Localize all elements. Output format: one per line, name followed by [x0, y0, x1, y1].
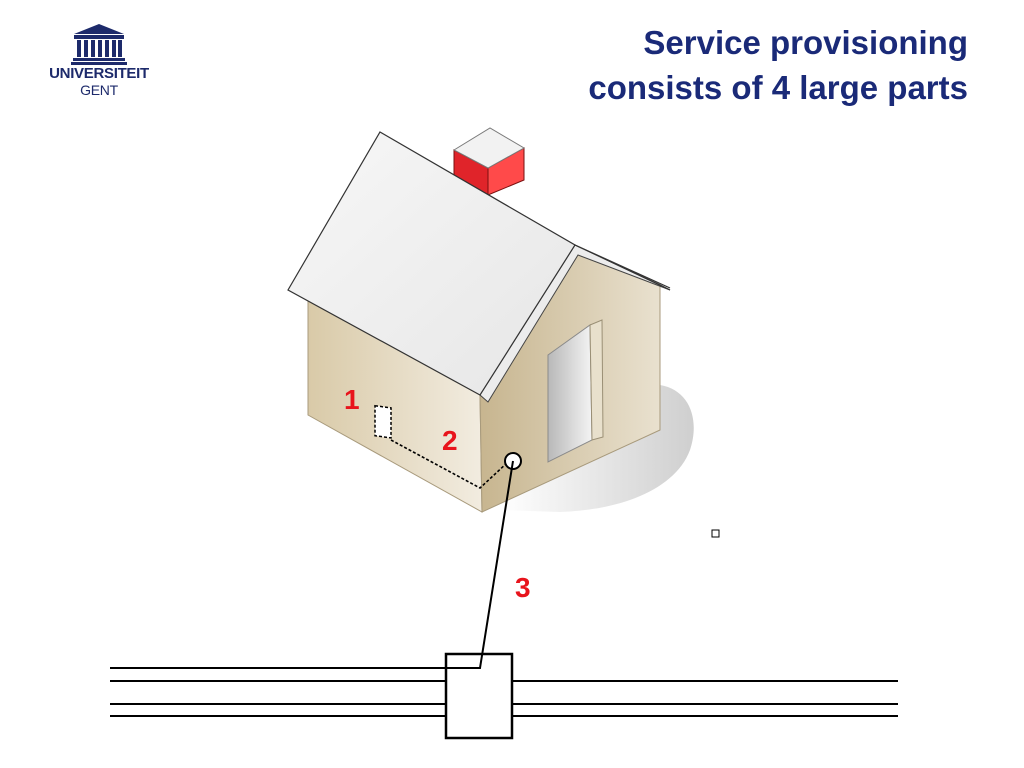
roof-right-edge — [574, 244, 671, 289]
roof-main — [287, 131, 576, 396]
label-part-2: 2 — [442, 425, 458, 456]
access-network — [110, 652, 898, 740]
house-door-frame — [589, 319, 604, 441]
title-line-2: consists of 4 large parts — [588, 69, 968, 106]
chimney-top — [452, 127, 526, 169]
label-part-1: 1 — [344, 384, 360, 415]
title-line-1: Service provisioning — [643, 24, 968, 61]
in-house-wiring — [390, 439, 509, 489]
small-marker — [711, 529, 720, 538]
indoor-device-box — [374, 404, 392, 439]
slide-title: Service provisioning consists of 4 large… — [368, 20, 968, 110]
logo-text-university: UNIVERSITEIT — [49, 65, 149, 82]
drop-cable — [446, 460, 514, 669]
university-logo: UNIVERSITEIT GENT — [40, 22, 160, 106]
label-part-3: 3 — [515, 572, 531, 603]
university-building-icon — [71, 24, 127, 65]
house-icon — [287, 127, 694, 513]
logo-text-gent: GENT — [80, 82, 118, 98]
distribution-box — [444, 652, 514, 740]
